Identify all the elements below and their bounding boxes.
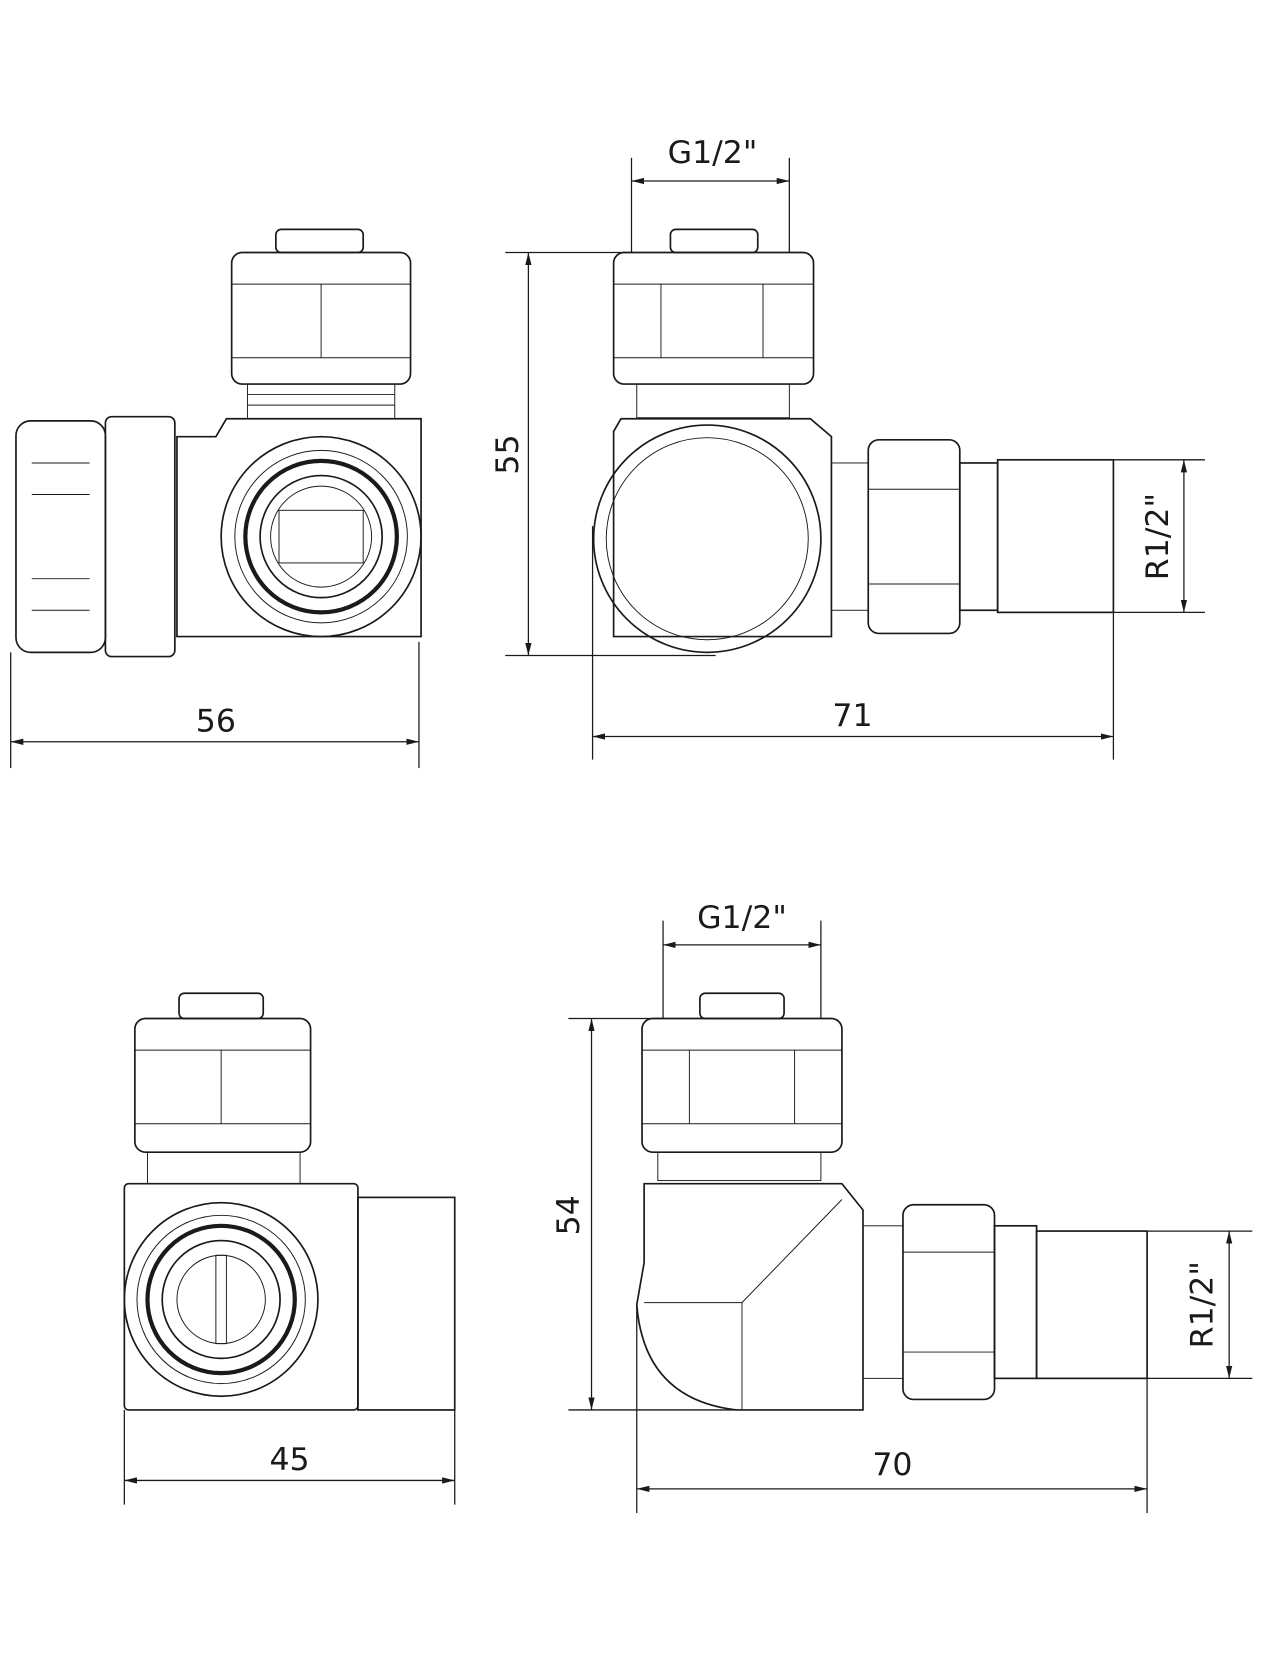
top-cap — [178, 992, 265, 1020]
view-bottom-right: G1/2" 54 R1/2" 70 — [551, 900, 1253, 1514]
valve-bonnet — [592, 424, 822, 654]
dimension-label-70: 70 — [872, 1447, 912, 1483]
thread — [147, 1151, 301, 1185]
outlet-hex — [220, 435, 422, 638]
top-cap — [699, 992, 785, 1020]
dimension-label-g12: G1/2" — [697, 900, 787, 936]
thread — [657, 1151, 822, 1182]
handle-knob — [15, 420, 107, 654]
dimension-label-r12: R1/2" — [1184, 1261, 1220, 1348]
dimension-label-45: 45 — [269, 1442, 309, 1478]
side-ring — [958, 462, 999, 612]
elbow-body — [635, 1182, 864, 1411]
view-top-right: G1/2" 55 R1/2" 71 — [490, 135, 1205, 760]
top-nut — [641, 1017, 843, 1153]
dimension-label-54: 54 — [551, 1195, 587, 1235]
side-block — [357, 1196, 456, 1411]
dimension-label-g12: G1/2" — [668, 135, 758, 171]
handle-collar — [104, 415, 176, 658]
side-thread — [830, 462, 869, 611]
top-nut — [612, 251, 815, 385]
male-thread — [1035, 1230, 1148, 1380]
thread — [636, 383, 790, 419]
dimension-label-55: 55 — [490, 434, 526, 474]
top-cap — [669, 228, 759, 254]
top-cap — [275, 228, 365, 254]
side-nut — [902, 1203, 996, 1401]
outlet-hex — [123, 1201, 319, 1398]
view-bottom-left: 45 — [123, 992, 456, 1505]
male-thread — [996, 458, 1115, 614]
side-ring — [993, 1224, 1038, 1380]
dimension-label-71: 71 — [832, 698, 872, 734]
top-nut — [134, 1017, 312, 1153]
dimension-label-r12: R1/2" — [1140, 493, 1176, 580]
view-top-left: 56 — [10, 228, 422, 769]
side-nut — [867, 438, 961, 635]
valve-body — [612, 417, 833, 638]
side-thread — [862, 1225, 904, 1379]
thread — [246, 383, 396, 420]
valve-body — [176, 417, 422, 638]
dimension-label-56: 56 — [196, 703, 236, 739]
